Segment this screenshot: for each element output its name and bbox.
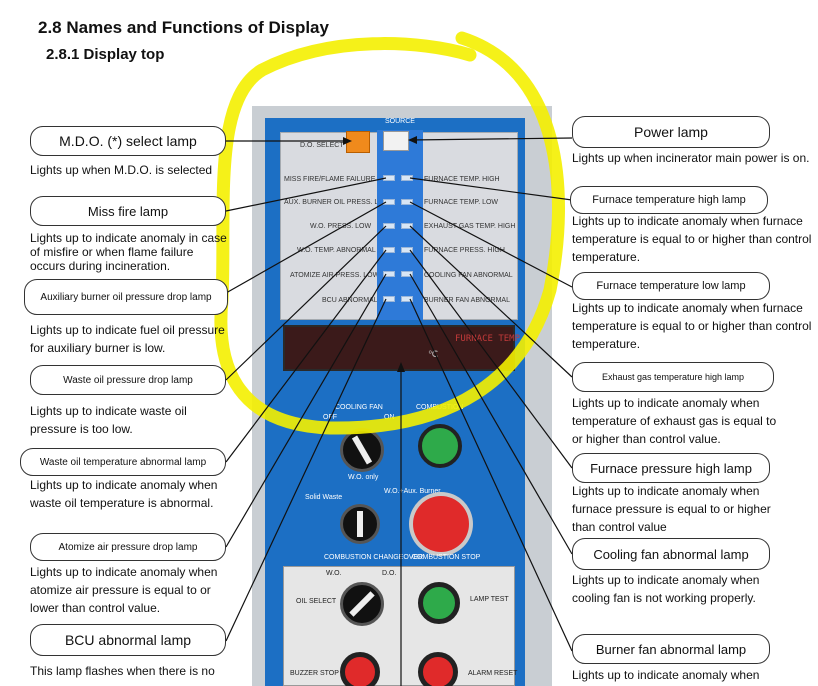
panel-label-bcu: BCU ABNORMAL	[322, 297, 378, 304]
callout-burner-fan-lamp: Burner fan abnormal lamp	[572, 634, 770, 664]
panel-label-exhaust: EXHAUST GAS TEMP. HIGH	[424, 223, 516, 230]
panel-label-miss-fire: MISS FIRE/FLAME FAILURE	[284, 176, 376, 183]
desc-bcu-lamp: This lamp flashes when there is no	[30, 664, 215, 678]
desc-exhaust-lamp: Lights up to indicate anomaly when tempe…	[572, 396, 777, 446]
lamp-furnace-high	[401, 175, 413, 181]
display-label: FURNACE TEMP	[455, 334, 521, 344]
oil-select-label: OIL SELECT	[296, 598, 337, 605]
panel-label-wo-temp: W.O. TEMP. ABNORMAL	[297, 247, 376, 254]
desc-mdo-select-lamp: Lights up when M.D.O. is selected	[30, 163, 213, 177]
section-title: 2.8 Names and Functions of Display	[38, 18, 329, 37]
wo-label: W.O.	[326, 570, 342, 577]
callout-mdo-select-lamp: M.D.O. (*) select lamp	[30, 126, 226, 156]
desc-wo-temp-lamp: Lights up to indicate anomaly when waste…	[30, 478, 218, 510]
lamp-furnace-low	[401, 199, 413, 205]
display-unit: ℃	[428, 350, 439, 360]
panel-label-wo-press: W.O. PRESS. LOW	[310, 223, 372, 230]
wo-only-label: W.O. only	[348, 474, 379, 481]
panel-label-do-select: D.O. SELECT	[300, 142, 344, 149]
panel-label-furnace-high: FURNACE TEMP. HIGH	[424, 176, 500, 183]
lamp-furnace-press	[401, 247, 413, 253]
callout-wo-temp-lamp: Waste oil temperature abnormal lamp	[20, 448, 226, 476]
desc-aux-burner-lamp: Lights up to indicate fuel oil pressure …	[30, 323, 225, 355]
off-label: OFF	[323, 414, 337, 421]
oil-select-switch[interactable]	[340, 582, 384, 626]
on-label: ON	[384, 414, 395, 421]
lamp-bcu	[383, 296, 395, 302]
callout-furnace-high-lamp: Furnace temperature high lamp	[570, 186, 768, 214]
solid-waste-label: Solid Waste	[305, 494, 343, 501]
desc-furnace-press-lamp: Lights up to indicate anomaly when furna…	[572, 484, 771, 534]
desc-atomize-lamp: Lights up to indicate anomaly when atomi…	[30, 565, 218, 615]
combustion-stop-button[interactable]	[413, 496, 469, 552]
buzzer-stop-button[interactable]	[340, 652, 380, 686]
buzzer-stop-label: BUZZER STOP	[290, 670, 339, 677]
cooling-fan-label: COOLING FAN	[335, 404, 383, 411]
panel-label-furnace-press: FURNACE PRESS. HIGH	[424, 247, 505, 254]
desc-power-lamp: Lights up when incinerator main power is…	[572, 151, 810, 165]
changeover-label: COMBUSTION CHANGEOVER	[324, 554, 424, 561]
lamp-cooling-fan	[401, 271, 413, 277]
lamp-exhaust	[401, 223, 413, 229]
desc-furnace-low-lamp: Lights up to indicate anomaly when furna…	[572, 301, 812, 351]
callout-furnace-low-lamp: Furnace temperature low lamp	[572, 272, 770, 300]
panel-label-atomize: ATOMIZE AIR PRESS. LOW	[290, 272, 380, 279]
combustion-stop-label: COMBUSTION STOP	[412, 554, 481, 561]
callout-wo-pressure-lamp: Waste oil pressure drop lamp	[30, 365, 226, 395]
callout-aux-burner-lamp: Auxiliary burner oil pressure drop lamp	[24, 279, 228, 315]
panel-label-furnace-low: FURNACE TEMP. LOW	[424, 199, 499, 206]
combustion-label: COMBUSTION	[416, 404, 464, 411]
mdo-select-lamp	[346, 131, 370, 153]
lamp-wo-press	[383, 223, 395, 229]
callout-miss-fire-lamp: Miss fire lamp	[30, 196, 226, 226]
wo-aux-label: W.O.+Aux. Burner	[384, 488, 441, 495]
callout-cooling-fan-lamp: Cooling fan abnormal lamp	[572, 538, 770, 570]
lamp-test-button[interactable]	[418, 582, 460, 624]
lamp-atomize	[383, 271, 395, 277]
do-label: D.O.	[382, 570, 397, 577]
lamp-wo-temp	[383, 247, 395, 253]
panel-label-cooling-fan: COOLING FAN ABNORMAL	[424, 272, 513, 279]
panel-label-aux-burner: AUX. BURNER OIL PRESS. LOW	[284, 199, 391, 206]
desc-burner-fan-lamp: Lights up to indicate anomaly when	[572, 668, 760, 682]
lamp-burner-fan	[401, 296, 413, 302]
callout-exhaust-lamp: Exhaust gas temperature high lamp	[572, 362, 774, 392]
combustion-button[interactable]	[418, 424, 462, 468]
source-label: SOURCE	[385, 118, 415, 125]
desc-furnace-high-lamp: Lights up to indicate anomaly when furna…	[572, 214, 812, 264]
lamp-miss-fire	[383, 175, 395, 181]
lamp-aux-burner	[383, 199, 395, 205]
callout-furnace-press-lamp: Furnace pressure high lamp	[572, 453, 770, 483]
combustion-changeover-switch[interactable]	[340, 504, 380, 544]
alarm-reset-label: ALARM RESET	[468, 670, 518, 677]
callout-atomize-lamp: Atomize air pressure drop lamp	[30, 533, 226, 561]
callout-bcu-lamp: BCU abnormal lamp	[30, 624, 226, 656]
desc-miss-fire-lamp: Lights up to indicate anomaly in case of…	[30, 231, 227, 273]
callout-power-lamp: Power lamp	[572, 116, 770, 148]
temperature-display	[283, 325, 515, 371]
power-lamp	[383, 131, 409, 151]
cooling-fan-switch[interactable]	[340, 428, 384, 472]
alarm-reset-button[interactable]	[418, 652, 458, 686]
desc-cooling-fan-lamp: Lights up to indicate anomaly when cooli…	[572, 573, 760, 605]
lower-control-plate	[283, 566, 515, 686]
subsection-title: 2.8.1 Display top	[46, 46, 165, 63]
lamp-test-label: LAMP TEST	[470, 596, 509, 603]
panel-label-burner-fan: BURNER FAN ABNORMAL	[424, 297, 510, 304]
desc-wo-pressure-lamp: Lights up to indicate waste oil pressure…	[30, 404, 187, 436]
